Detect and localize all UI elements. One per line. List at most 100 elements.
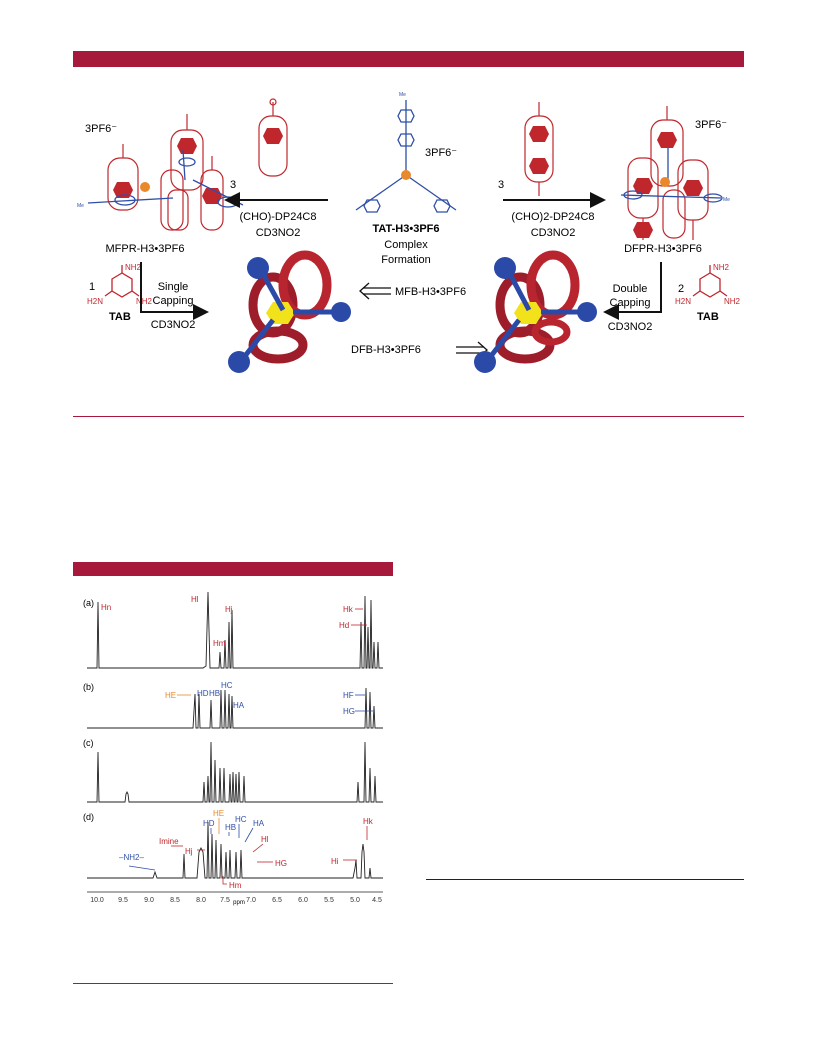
tab-structure-right <box>692 265 728 298</box>
tick-9-0: 9.0 <box>144 897 154 904</box>
panel-d-label: (d) <box>83 812 94 822</box>
tab-left-label: TAB <box>109 311 131 323</box>
single-capping-2: Capping <box>153 295 194 307</box>
complex-caption-2: Formation <box>381 254 431 266</box>
label-b-hf: HF <box>343 691 354 700</box>
panel-a-label: (a) <box>83 598 94 608</box>
mfpr-label: MFPR-H3•3PF6 <box>105 243 184 255</box>
tab-left-nh2-right: NH2 <box>136 297 153 306</box>
panel-c-label: (c) <box>83 738 94 748</box>
double-capping-2: Capping <box>610 297 651 309</box>
figure-header-bar <box>73 51 744 67</box>
tick-10-0: 10.0 <box>90 897 104 904</box>
label-a-hn: Hn <box>101 603 111 612</box>
panel-b-label: (b) <box>83 682 94 692</box>
right-solvent: CD3NO2 <box>531 227 576 239</box>
label-a-hk: Hk <box>343 605 354 614</box>
label-d-he: HE <box>213 809 224 818</box>
tick-7-5: 7.5 <box>220 897 230 904</box>
tab-left-nh2-top: NH2 <box>125 263 142 272</box>
cho-dp24c8-structure <box>258 98 288 177</box>
tab-right-label: TAB <box>697 311 719 323</box>
tick-6-5: 6.5 <box>272 897 282 904</box>
tick-5-0: 5.0 <box>350 897 360 904</box>
label-d-hb: HB <box>225 823 236 832</box>
spectrum-c <box>87 741 383 803</box>
mfb-label: MFB-H3•3PF6 <box>395 286 466 298</box>
counter-ion-top-left: 3PF6⁻ <box>85 123 117 135</box>
spectrum-a <box>87 591 383 669</box>
label-b-hd: HD <box>197 689 209 698</box>
counter-ion-center: 3PF6⁻ <box>425 147 457 159</box>
label-d-leaders <box>197 818 368 885</box>
right-coefficient: 3 <box>498 179 504 191</box>
right-reagent-label: (CHO)2-DP24C8 <box>511 211 594 223</box>
label-d-hg: HG <box>275 859 287 868</box>
label-b-hg: HG <box>343 707 355 716</box>
nmr-figure-bottom-rule <box>73 983 393 984</box>
label-a-hl: Hl <box>191 595 199 604</box>
x-axis-ticks: 10.0 9.5 9.0 8.5 8.0 7.5 7.0 6.5 6.0 5.5… <box>90 897 382 904</box>
nmr-spectra: (a) (b) (c) (d) 10.0 9.5 9.0 8.5 8.0 7.5… <box>83 591 383 906</box>
tick-9-5: 9.5 <box>118 897 128 904</box>
reaction-scheme: Me 3PF6⁻ 3 (CHO)-DP24C8 CD3NO2 Me 3PF6⁻ … <box>77 92 741 373</box>
dfpr-label: DFPR-H3•3PF6 <box>624 243 702 255</box>
label-b-hb: HB <box>209 689 220 698</box>
open-arrow-mfb <box>359 282 391 300</box>
counter-ion-top-right: 3PF6⁻ <box>695 119 727 131</box>
right-coefficient-2: 2 <box>678 283 684 295</box>
me-label-left: Me <box>77 203 84 209</box>
label-d-ha: HA <box>253 819 265 828</box>
label-a-hj: Hj <box>225 605 233 614</box>
label-d-hm: Hm <box>229 881 242 890</box>
x-axis-unit: ppm <box>233 900 245 906</box>
spectrum-b <box>87 687 383 729</box>
tick-5-5: 5.5 <box>324 897 334 904</box>
dfb-label: DFB-H3•3PF6 <box>351 344 421 356</box>
left-solvent: CD3NO2 <box>256 227 301 239</box>
tick-8-5: 8.5 <box>170 897 180 904</box>
mfpr-structure: Me <box>77 114 244 231</box>
label-b-he: HE <box>165 691 176 700</box>
left-coefficient-2: 1 <box>89 281 95 293</box>
me-label-center: Me <box>399 92 406 98</box>
tab-right-nh2-top: NH2 <box>713 263 730 272</box>
tab-left-h2n: H2N <box>87 297 103 306</box>
single-capping-arrow <box>140 262 209 320</box>
tat-structure <box>355 100 457 213</box>
tick-4-5: 4.5 <box>372 897 382 904</box>
label-a-hm: Hm <box>213 639 226 648</box>
label-d-imine: Imine <box>159 837 179 846</box>
double-capping-1: Double <box>613 283 648 295</box>
cho-dp24c8-ring <box>263 128 283 144</box>
tab-right-h2n: H2N <box>675 297 691 306</box>
single-capping-solvent: CD3NO2 <box>151 319 196 331</box>
dfb-cartoon <box>474 250 597 373</box>
cho2-ring-top <box>529 126 549 142</box>
double-capping-solvent: CD3NO2 <box>608 321 653 333</box>
cho2-dp24c8-structure <box>524 102 554 196</box>
label-d-hc: HC <box>235 815 247 824</box>
label-b-ha: HA <box>233 701 245 710</box>
label-d-nh2: –NH2– <box>119 853 144 862</box>
label-d-hk: Hk <box>363 817 374 826</box>
scheme-bottom-rule <box>73 416 744 417</box>
spectrum-d <box>87 821 383 879</box>
tab-right-nh2-right: NH2 <box>724 297 741 306</box>
arrow-d-nh2 <box>128 865 156 871</box>
label-d-hl: Hl <box>261 835 269 844</box>
label-b-hc: HC <box>221 681 233 690</box>
left-reagent-label: (CHO)-DP24C8 <box>239 211 316 223</box>
label-d-hi: Hi <box>331 857 339 866</box>
me-label-right: Me <box>723 197 730 203</box>
dfpr-structure: Me <box>620 106 730 240</box>
tick-7-0: 7.0 <box>246 897 256 904</box>
nmr-figure-header-bar <box>73 562 393 576</box>
right-column-rule <box>426 879 744 880</box>
label-a-hd: Hd <box>339 621 349 630</box>
label-d-hj: Hj <box>185 847 193 856</box>
mfb-cartoon <box>228 250 351 373</box>
tick-6-0: 6.0 <box>298 897 308 904</box>
double-capping-arrow <box>603 262 662 320</box>
label-d-hd: HD <box>203 819 215 828</box>
